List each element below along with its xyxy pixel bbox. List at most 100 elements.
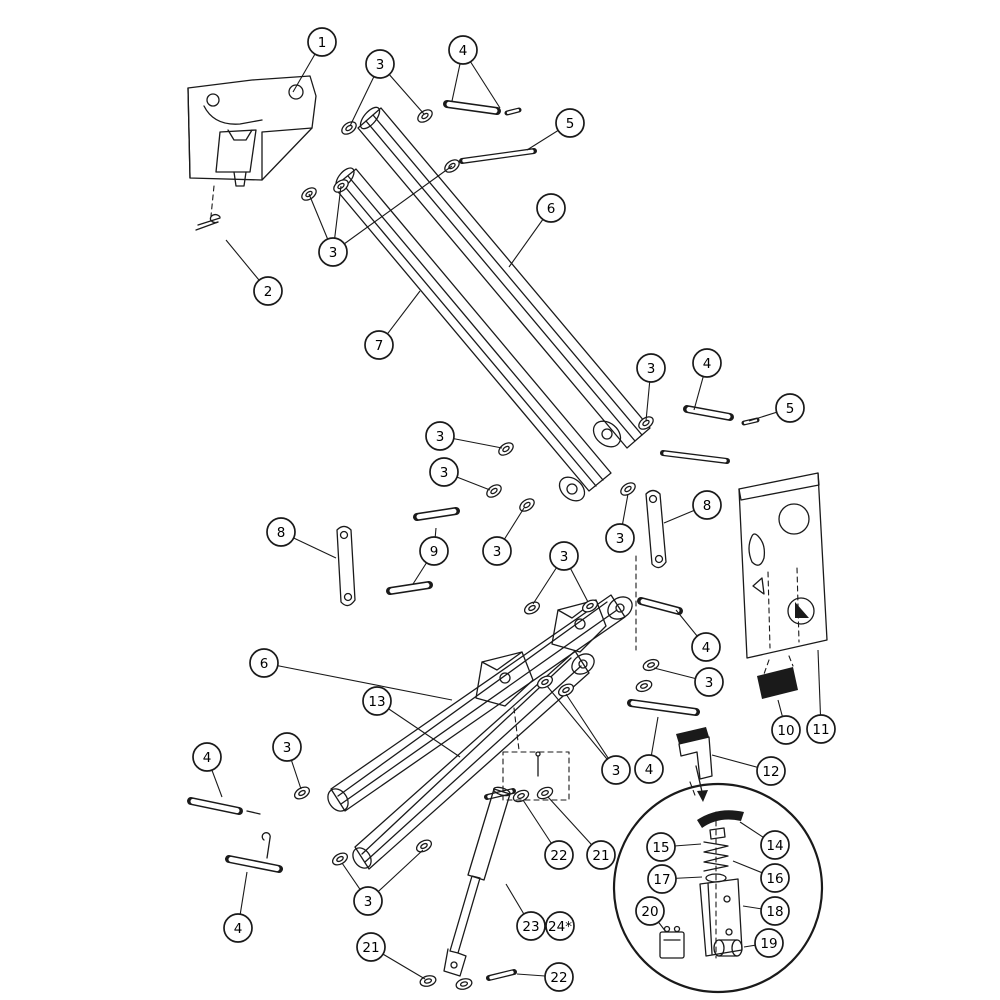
- callout-number: 9: [430, 544, 439, 560]
- callout-circle: [364, 330, 394, 360]
- callout-number: 24*: [548, 919, 572, 935]
- callout-circle: [646, 832, 676, 862]
- callout-1: 1: [307, 27, 337, 57]
- callout-number: 3: [560, 549, 569, 565]
- part-20-switch: [659, 925, 685, 959]
- callout-number: 6: [260, 656, 269, 672]
- callout-circle: [223, 913, 253, 943]
- callout-16: 16: [760, 863, 790, 893]
- callout-3: 3: [694, 667, 724, 697]
- callout-circle: [754, 928, 784, 958]
- callout-8: 8: [692, 490, 722, 520]
- callout-circle: [692, 348, 722, 378]
- callout-circle: [253, 276, 283, 306]
- callout-3: 3: [365, 49, 395, 79]
- callout-circle: [516, 911, 546, 941]
- callout-circle: [545, 911, 575, 941]
- callout-number: 21: [592, 848, 609, 864]
- callout-number: 14: [766, 838, 783, 854]
- alignment-line: [210, 185, 215, 217]
- callout-circle: [307, 27, 337, 57]
- callout-number: 16: [766, 871, 783, 887]
- callout-number: 3: [376, 57, 385, 73]
- callout-6: 6: [249, 648, 279, 678]
- callout-3: 3: [353, 886, 383, 916]
- leader-line: [546, 685, 617, 771]
- callout-number: 19: [760, 936, 777, 952]
- leader-lines-layer: [206, 41, 822, 980]
- part-9-pins: [386, 507, 460, 595]
- part-18-bracket: [699, 878, 743, 957]
- callout-18: 18: [760, 896, 790, 926]
- callout-number: 4: [234, 921, 243, 937]
- callout-10: 10: [771, 715, 801, 745]
- callout-circle: [419, 536, 449, 566]
- callout-4: 4: [691, 632, 721, 662]
- callout-number: 4: [459, 43, 468, 59]
- washer-21: [418, 973, 438, 989]
- leader-line: [332, 165, 453, 253]
- part-1-mount-bracket: [187, 75, 317, 187]
- callout-17: 17: [647, 864, 677, 894]
- washer-3: [291, 784, 313, 802]
- callout-circle: [318, 237, 348, 267]
- washer-3: [634, 677, 654, 695]
- part-4-pins: [187, 100, 734, 873]
- part-23-strut: [443, 786, 511, 977]
- callout-number: 5: [786, 401, 795, 417]
- callout-number: 3: [705, 675, 714, 691]
- callout-number: 3: [493, 544, 502, 560]
- callout-4: 4: [192, 742, 222, 772]
- leader-line: [376, 700, 461, 758]
- washer-3: [641, 656, 661, 674]
- callout-circle: [192, 742, 222, 772]
- callout-4: 4: [448, 35, 478, 65]
- inset-detail: [612, 782, 824, 994]
- callout-3: 3: [429, 457, 459, 487]
- construction-lines: [502, 555, 697, 801]
- callout-circle: [555, 108, 585, 138]
- callout-number: 17: [653, 872, 670, 888]
- callout-15: 15: [646, 832, 676, 862]
- callout-circle: [536, 193, 566, 223]
- callout-number: 4: [702, 640, 711, 656]
- callout-circle: [692, 490, 722, 520]
- callout-number: 8: [703, 498, 712, 514]
- callout-circle: [544, 840, 574, 870]
- callout-number: 10: [777, 723, 794, 739]
- callout-circle: [760, 830, 790, 860]
- callout-number: 1: [318, 35, 327, 51]
- callout-23: 23: [516, 911, 546, 941]
- part-5-screws: [459, 107, 760, 426]
- callout-circle: [365, 49, 395, 79]
- callout-22: 22: [544, 840, 574, 870]
- callout-number: 3: [436, 429, 445, 445]
- callout-circle: [806, 714, 836, 744]
- callout-number: 4: [703, 356, 712, 372]
- part-12-bracket: [676, 727, 713, 780]
- callout-5: 5: [775, 393, 805, 423]
- callout-number: 3: [440, 465, 449, 481]
- callout-3: 3: [549, 541, 579, 571]
- callout-number: 4: [203, 750, 212, 766]
- callout-circle: [356, 932, 386, 962]
- callout-circle: [549, 541, 579, 571]
- callout-number: 3: [329, 245, 338, 261]
- callout-19: 19: [754, 928, 784, 958]
- callout-number: 22: [550, 970, 567, 986]
- callout-4: 4: [223, 913, 253, 943]
- leader-line: [565, 693, 617, 771]
- part-2-cotter-pin: [195, 213, 221, 231]
- washer-3: [555, 681, 577, 699]
- callout-number: 3: [283, 740, 292, 756]
- callout-circle: [694, 667, 724, 697]
- callout-circle: [605, 523, 635, 553]
- washer-3: [413, 837, 435, 855]
- callout-circle: [636, 353, 666, 383]
- part-6-upper-beam: [357, 106, 651, 449]
- callout-number: 3: [647, 361, 656, 377]
- callout-24: 24*: [545, 911, 575, 941]
- callout-circle: [586, 840, 616, 870]
- callout-circle: [482, 536, 512, 566]
